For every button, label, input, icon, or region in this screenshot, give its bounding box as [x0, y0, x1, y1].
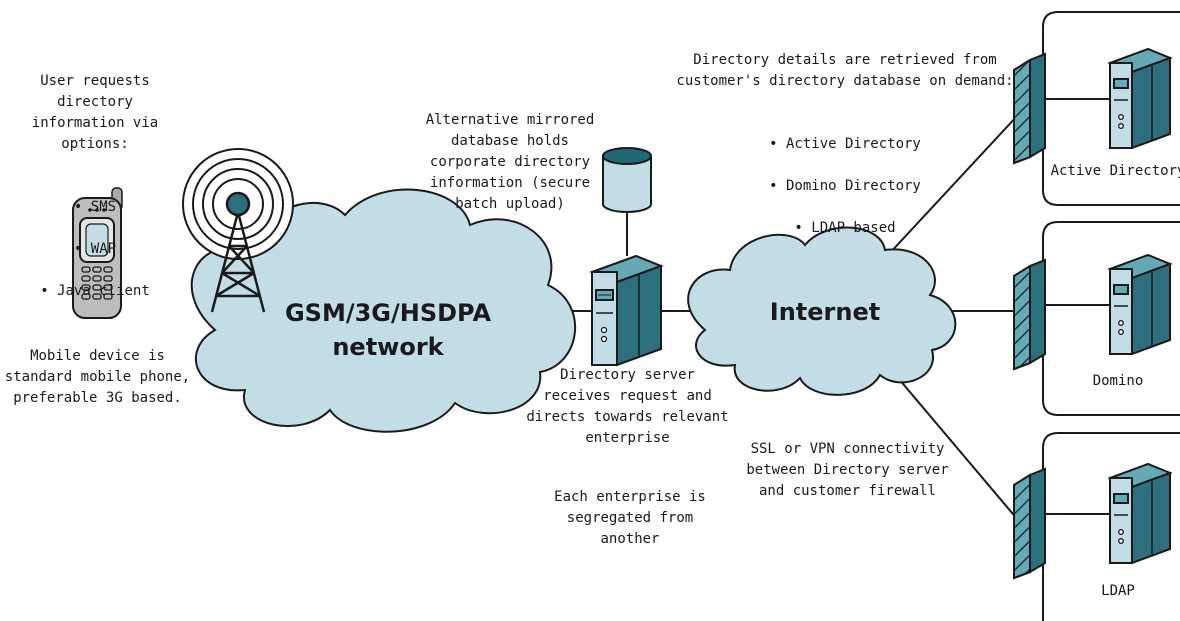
directory-type: Active Directory [665, 134, 1025, 155]
directory-type: LDAP based [665, 218, 1025, 239]
radio-tower-icon [182, 148, 294, 313]
internet-label: Internet [769, 298, 881, 326]
request-option: SMS [0, 197, 190, 218]
active-directory-server-icon [1107, 47, 1173, 150]
user-requests-heading: User requests directory information via … [31, 73, 159, 152]
internet-cloud [687, 226, 957, 396]
ssl-vpn-text: SSL or VPN connectivity between Director… [746, 441, 949, 499]
ldap-server-icon [1107, 462, 1173, 565]
active-directory-label: Active Directory [1050, 163, 1180, 179]
firewall-ldap-icon [1013, 467, 1046, 580]
mobile-device-text: Mobile device is standard mobile phone, … [4, 348, 191, 406]
firewall-server-links [1045, 98, 1110, 515]
directory-details-heading: Directory details are retrieved from cus… [676, 52, 1014, 89]
request-option: Java client [0, 281, 190, 302]
segregation-text: Each enterprise is segregated from anoth… [554, 489, 706, 547]
directory-server-icon [589, 254, 664, 367]
domino-label: Domino [1092, 373, 1144, 389]
request-option: WAP [0, 239, 190, 260]
directory-types-list: Active Directory Domino Directory LDAP b… [665, 113, 1025, 260]
firewall-domino-icon [1013, 258, 1046, 371]
request-options-list: SMS WAP Java client [0, 176, 190, 323]
enterprise-servers [1107, 47, 1173, 565]
mirrored-database-icon [602, 147, 652, 213]
directory-server-text: Directory server receives request and di… [526, 367, 729, 446]
gsm-network-label: GSM/3G/HSDPA network [284, 299, 492, 361]
directory-details-text: Directory details are retrieved from cus… [665, 29, 1025, 281]
domino-server-icon [1107, 253, 1173, 356]
ldap-label: LDAP [1101, 583, 1135, 599]
directory-type: Domino Directory [665, 176, 1025, 197]
mirrored-database-text: Alternative mirrored database holds corp… [425, 112, 595, 212]
user-requests-text: User requests directory information via … [0, 50, 190, 344]
internet-to-ldap-line [892, 371, 1019, 521]
